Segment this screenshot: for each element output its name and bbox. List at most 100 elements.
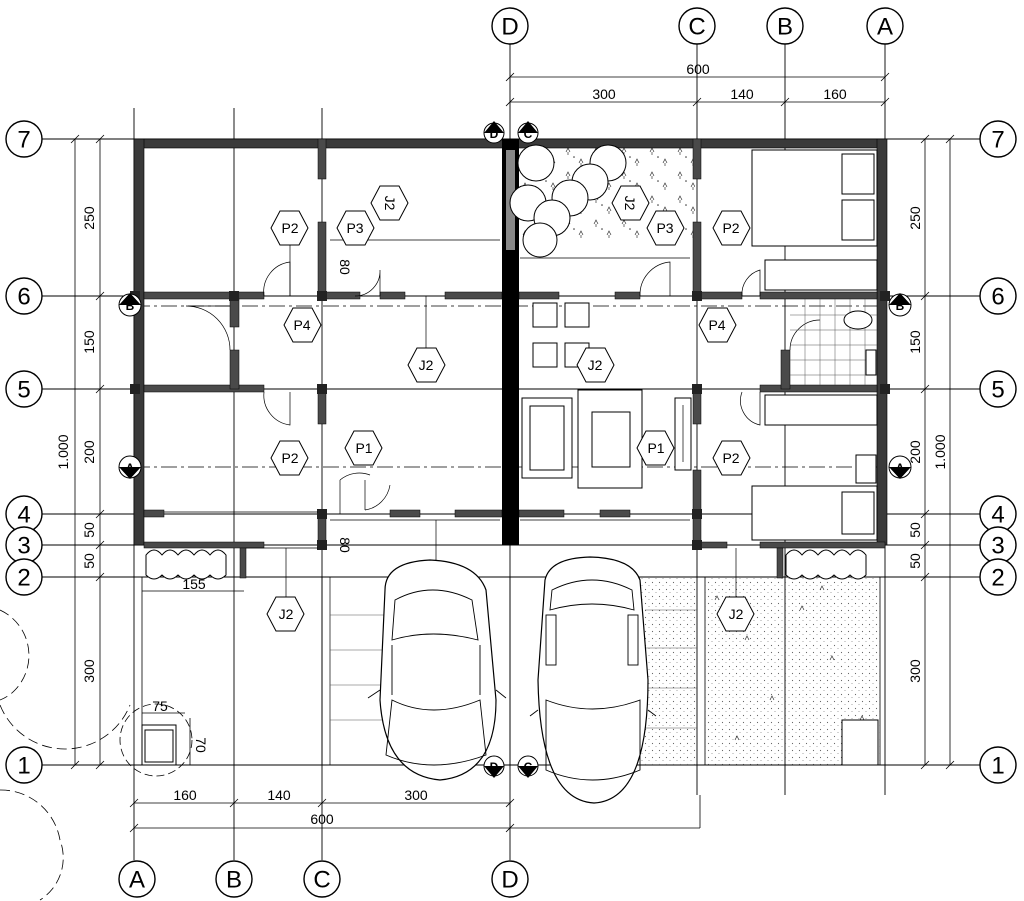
grid-bubble: 1 xyxy=(5,746,43,784)
svg-text:A: A xyxy=(129,867,145,894)
grid-bubble: D xyxy=(491,7,529,45)
svg-text:J2: J2 xyxy=(279,606,294,622)
svg-text:J2: J2 xyxy=(382,196,398,211)
tag-hexagon: J2 xyxy=(611,185,650,221)
dim-left-total: 1.000 xyxy=(55,434,71,469)
dim-top-seg: 300 xyxy=(592,86,616,102)
dim-right-seg: 200 xyxy=(907,440,923,464)
svg-text:P1: P1 xyxy=(647,440,664,456)
section-mark-c-bottom: C xyxy=(517,755,539,778)
svg-text:6: 6 xyxy=(991,284,1004,311)
furniture xyxy=(330,149,878,541)
dim-top-total: 600 xyxy=(686,61,710,77)
grid-bubble: 6 xyxy=(5,277,43,315)
section-mark-c-top: C xyxy=(517,121,539,144)
dim-bottom-total: 600 xyxy=(310,811,334,827)
svg-text:P1: P1 xyxy=(355,440,372,456)
svg-text:7: 7 xyxy=(17,127,30,154)
grid-bubbles-left: 7 6 5 4 3 2 1 xyxy=(5,120,43,784)
doors xyxy=(164,261,821,549)
tag-hexagon: P3 xyxy=(336,210,375,246)
dim-right-seg: 50 xyxy=(907,553,923,569)
svg-text:P2: P2 xyxy=(722,220,739,236)
dim-local: 155 xyxy=(182,576,206,592)
grid-bubble: 7 xyxy=(979,120,1017,158)
tag-hexagon: P4 xyxy=(283,307,322,343)
grid-bubble: 6 xyxy=(979,277,1017,315)
svg-text:A: A xyxy=(896,461,905,475)
grid-bubbles-right: 7 6 5 4 3 2 1 xyxy=(979,120,1017,784)
tag-hexagon: P2 xyxy=(270,440,309,476)
dim-left-seg: 300 xyxy=(81,659,97,683)
grid-bubble: 2 xyxy=(979,558,1017,596)
tag-hexagon: J2 xyxy=(716,596,755,632)
tag-hexagon: J2 xyxy=(370,185,409,221)
svg-text:4: 4 xyxy=(991,502,1004,529)
dim-top-seg: 160 xyxy=(823,86,847,102)
dim-left-seg: 200 xyxy=(81,440,97,464)
svg-text:P3: P3 xyxy=(346,220,363,236)
svg-text:5: 5 xyxy=(17,377,30,404)
dim-right-total: 1.000 xyxy=(932,434,948,469)
grid-bubble: B xyxy=(215,860,253,898)
svg-text:P2: P2 xyxy=(722,450,739,466)
svg-text:B: B xyxy=(896,299,905,313)
svg-text:P2: P2 xyxy=(281,450,298,466)
dim-bottom-seg: 160 xyxy=(173,787,197,803)
svg-text:5: 5 xyxy=(991,377,1004,404)
tag-hexagon: P2 xyxy=(712,210,751,246)
trees xyxy=(0,144,879,901)
dim-right-seg: 150 xyxy=(907,330,923,354)
svg-text:A: A xyxy=(877,14,893,41)
svg-text:A: A xyxy=(126,461,135,475)
dim-local: 70 xyxy=(193,737,209,753)
svg-text:B: B xyxy=(777,14,793,41)
grid-bubble: 7 xyxy=(5,120,43,158)
section-markers: D C B B A A D C xyxy=(118,121,912,778)
dim-right-seg: 50 xyxy=(907,522,923,538)
svg-text:P2: P2 xyxy=(281,220,298,236)
svg-text:6: 6 xyxy=(17,284,30,311)
svg-text:1: 1 xyxy=(17,753,30,780)
grid-bubble: 3 xyxy=(5,526,43,564)
dimension-lines xyxy=(70,72,955,833)
section-mark-b-right: B xyxy=(888,293,912,317)
svg-text:4: 4 xyxy=(17,502,30,529)
tag-hexagon: P3 xyxy=(646,210,685,246)
dim-left-seg: 50 xyxy=(81,522,97,538)
dim-left-seg: 250 xyxy=(81,206,97,230)
tag-hexagon: P4 xyxy=(698,307,737,343)
grid-bubble: C xyxy=(303,860,341,898)
svg-text:D: D xyxy=(490,760,499,774)
section-mark-d-top: D xyxy=(483,121,505,144)
svg-text:J2: J2 xyxy=(622,196,638,211)
svg-text:B: B xyxy=(226,867,242,894)
tag-hexagon: P1 xyxy=(636,430,675,466)
svg-text:P4: P4 xyxy=(293,317,310,333)
svg-text:2: 2 xyxy=(991,565,1004,592)
dim-local: 80 xyxy=(337,537,353,553)
grid-bubble: 2 xyxy=(5,558,43,596)
section-mark-a-right: A xyxy=(888,455,912,479)
svg-text:3: 3 xyxy=(17,533,30,560)
grid-bubble: D xyxy=(491,860,529,898)
dim-bottom-seg: 300 xyxy=(404,787,428,803)
svg-text:P3: P3 xyxy=(656,220,673,236)
tag-hexagon: P2 xyxy=(270,210,309,246)
tag-hexagon: J2 xyxy=(576,347,615,383)
grid-bubble: A xyxy=(118,860,156,898)
dimension-labels: 600 300 140 160 160 140 300 600 1.000 25… xyxy=(55,61,948,827)
dim-local: 80 xyxy=(337,259,353,275)
svg-text:1: 1 xyxy=(991,753,1004,780)
section-mark-a-left: A xyxy=(118,455,142,479)
svg-text:C: C xyxy=(313,867,330,894)
svg-text:D: D xyxy=(501,14,518,41)
svg-text:D: D xyxy=(501,867,518,894)
dim-left-seg: 150 xyxy=(81,330,97,354)
section-mark-d-bottom: D xyxy=(483,755,505,778)
room-tags: J2 P2 P3 J2 P3 P2 P4 J2 J2 P4 P2 P1 P1 P… xyxy=(266,185,755,632)
svg-text:D: D xyxy=(490,127,499,141)
grid-bubble: 3 xyxy=(979,526,1017,564)
dim-top-seg: 140 xyxy=(730,86,754,102)
